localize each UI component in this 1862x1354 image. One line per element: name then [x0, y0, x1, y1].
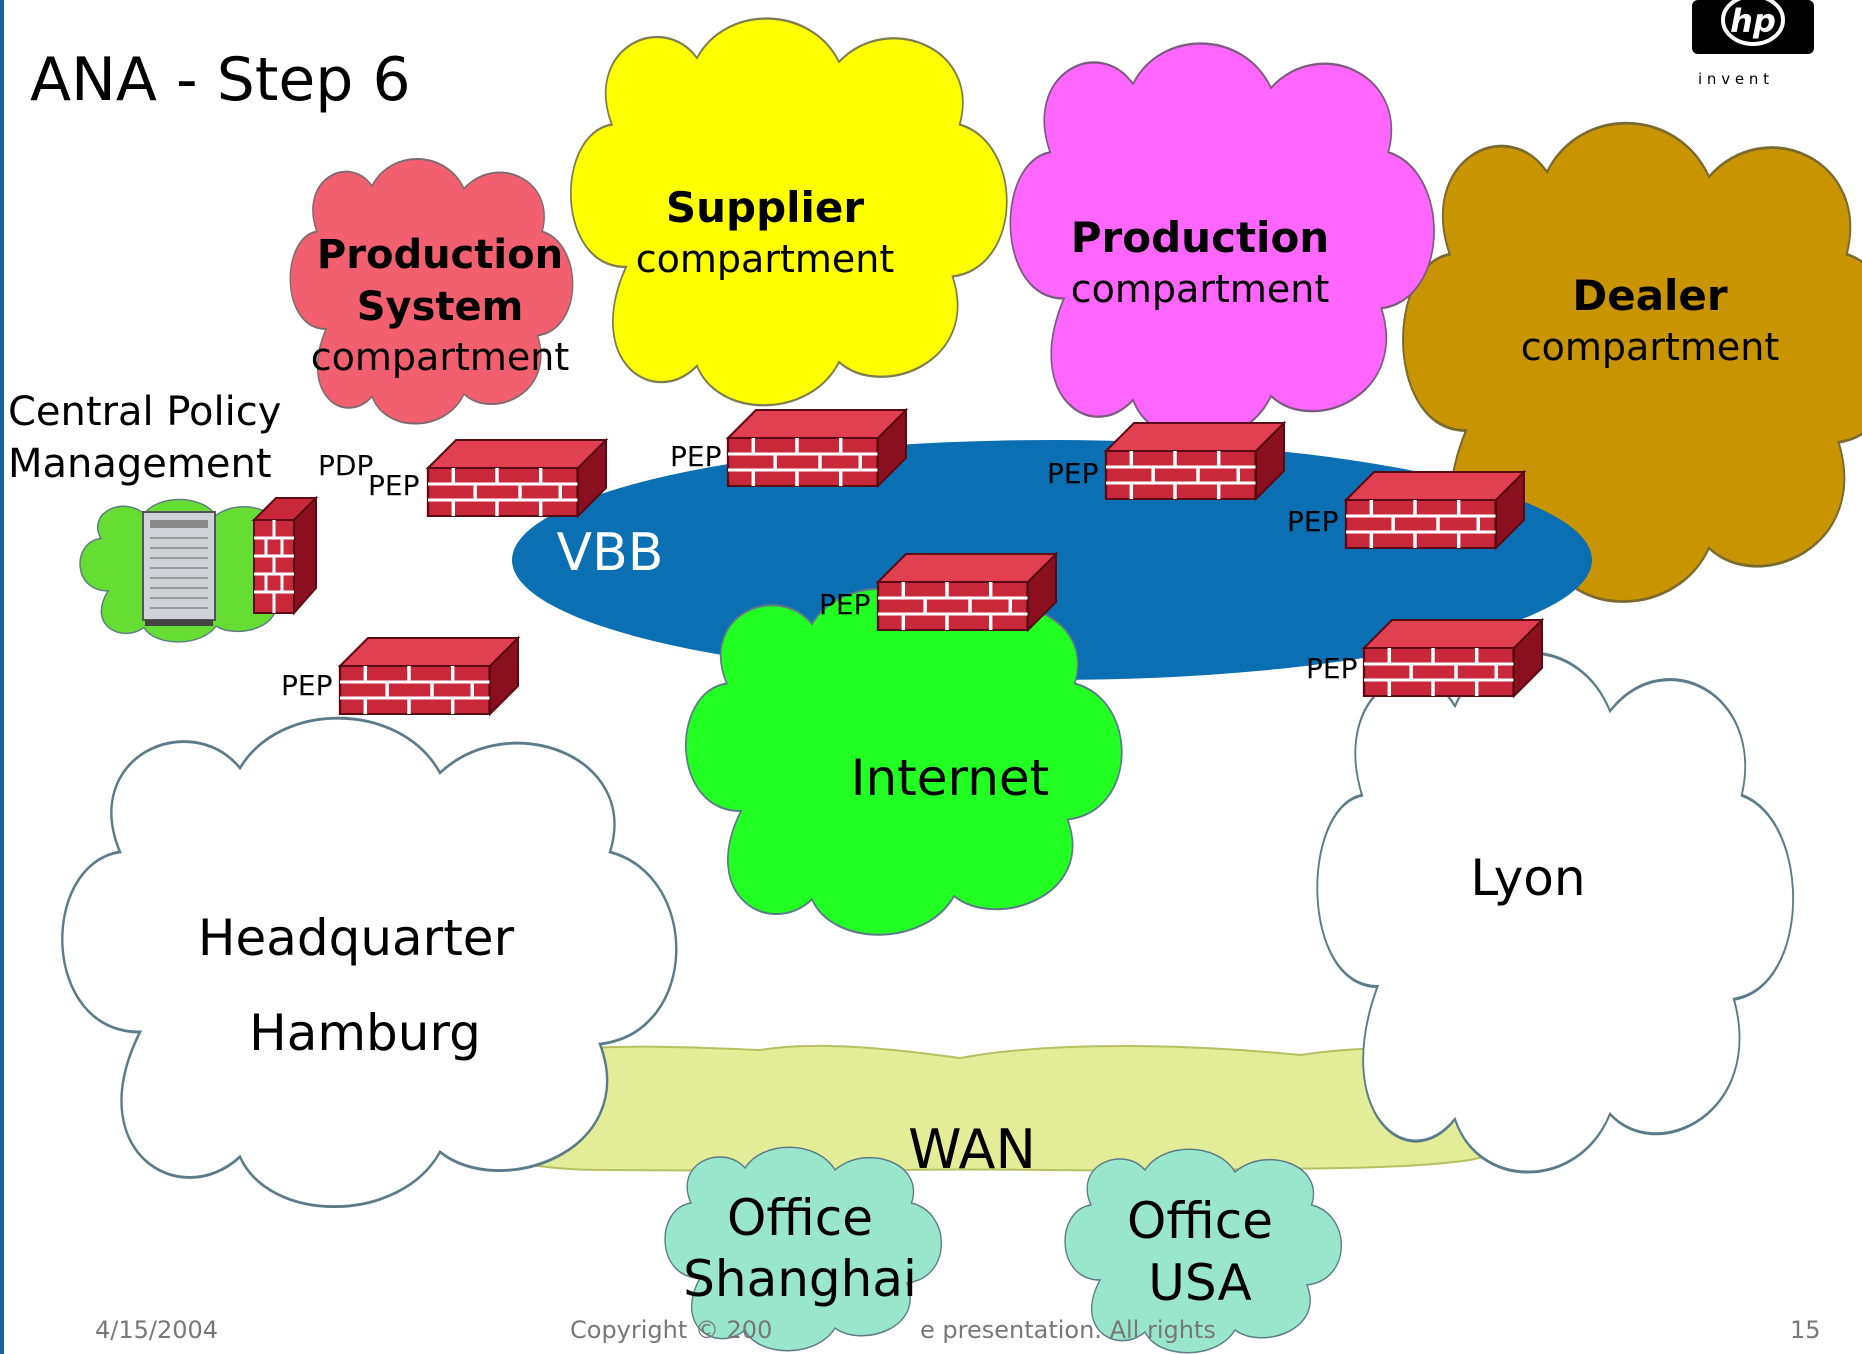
- production-system-title-2: System: [357, 284, 524, 330]
- firewall-headquarter: [337, 635, 521, 717]
- vbb-label: VBB: [557, 523, 664, 583]
- dealer-title: Dealer: [1572, 271, 1728, 320]
- pep-label-dealer: PEP: [1287, 505, 1338, 538]
- office-usa-line1: Office: [1127, 1192, 1273, 1250]
- pep-label-production: PEP: [1047, 457, 1098, 490]
- headquarter-label: Headquarter: [198, 909, 515, 967]
- wan-label: WAN: [908, 1118, 1036, 1181]
- footer-copyright-right: e presentation. All rights: [920, 1316, 1216, 1344]
- cloud-supplier: Supplier compartment: [569, 17, 1008, 407]
- hp-logo: hp i n v e n t: [1692, 0, 1814, 88]
- production-system-title-1: Production: [317, 232, 563, 278]
- hamburg-label: Hamburg: [249, 1004, 481, 1062]
- pep-label-supplier: PEP: [670, 440, 721, 473]
- lyon-label: Lyon: [1470, 849, 1585, 907]
- firewall-production: [1103, 420, 1287, 502]
- cloud-office-usa: Office USA: [1064, 1148, 1343, 1354]
- accent-bar: [0, 0, 4, 1354]
- supplier-subtitle: compartment: [636, 237, 894, 281]
- cloud-dealer: Dealer compartment: [1401, 121, 1862, 603]
- office-usa-line2: USA: [1148, 1254, 1251, 1312]
- production-system-subtitle: compartment: [311, 335, 569, 379]
- firewall-internet: [875, 551, 1059, 633]
- cloud-headquarter: Headquarter Hamburg: [60, 716, 678, 1209]
- pep-label-lyon: PEP: [1306, 652, 1357, 685]
- wan-network: WAN: [438, 1044, 1544, 1181]
- cloud-internet: Internet: [684, 587, 1123, 936]
- footer-copyright-left: Copyright © 200: [570, 1316, 772, 1344]
- dealer-subtitle: compartment: [1521, 325, 1779, 369]
- hp-logo-mark: hp: [1730, 2, 1776, 40]
- policy-label-1: Central Policy: [8, 389, 281, 435]
- cloud-lyon: Lyon: [1315, 651, 1795, 1174]
- hp-logo-tagline: i n v e n t: [1698, 70, 1769, 88]
- office-shanghai-line1: Office: [727, 1189, 873, 1247]
- firewall-policy-icon: [251, 495, 319, 616]
- pep-label-internet: PEP: [819, 588, 870, 621]
- cloud-production: Production compartment: [1009, 42, 1436, 442]
- footer-page-number: 15: [1790, 1316, 1821, 1344]
- production-title: Production: [1071, 213, 1329, 262]
- internet-label: Internet: [851, 749, 1050, 807]
- firewall-supplier: [725, 407, 909, 489]
- office-shanghai-line2: Shanghai: [683, 1250, 917, 1308]
- firewall-lyon: [1361, 617, 1545, 699]
- firewall-production-system: [425, 437, 609, 519]
- cloud-production-system: Production System compartment: [289, 158, 574, 425]
- firewall-dealer: [1343, 469, 1527, 551]
- pep-label-headquarter: PEP: [281, 669, 332, 702]
- production-subtitle: compartment: [1071, 267, 1329, 311]
- footer-date: 4/15/2004: [95, 1316, 218, 1344]
- supplier-title: Supplier: [666, 183, 865, 232]
- policy-label-2: Management: [8, 441, 272, 487]
- cloud-policy-server: [79, 498, 302, 643]
- slide-title: ANA - Step 6: [30, 45, 411, 115]
- server-icon: [142, 511, 216, 626]
- cloud-office-shanghai: Office Shanghai: [664, 1146, 943, 1352]
- pdp-label: PDP: [318, 449, 373, 482]
- pep-label-production-system: PEP: [368, 469, 419, 502]
